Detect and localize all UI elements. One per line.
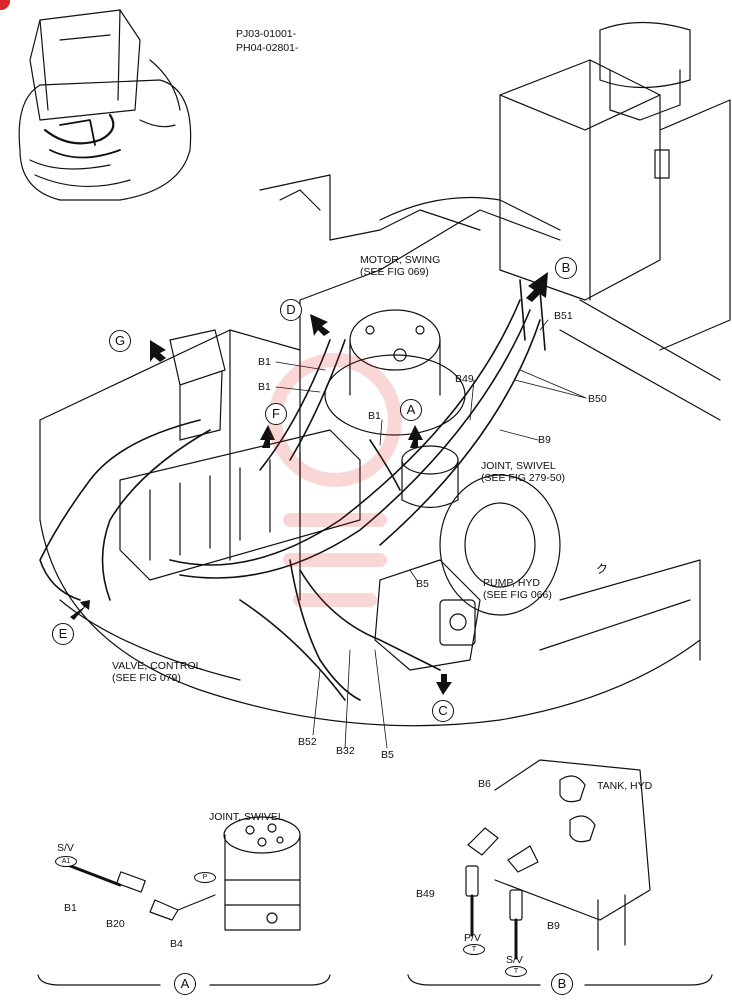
- part-b1: B1: [64, 902, 77, 914]
- frame-outline: [39, 174, 701, 727]
- leader-lines: [275, 319, 587, 749]
- part-b50: B50: [588, 393, 607, 405]
- port-tag-t: T: [463, 944, 485, 955]
- swing-motor: [324, 309, 466, 436]
- label-joint-swivel-detail: JOINT, SWIVEL: [209, 811, 284, 823]
- callout-c: C: [432, 700, 454, 722]
- label-pump-hyd: PUMP, HYD: [483, 577, 540, 589]
- callout-f: F: [265, 403, 287, 425]
- label-sv-detail-b: S/V: [506, 954, 523, 966]
- part-b6: B6: [478, 778, 491, 790]
- label-motor-swing: MOTOR, SWING: [360, 254, 441, 266]
- port-tag-t: T: [505, 966, 527, 977]
- detail-b-drawing: [407, 759, 713, 986]
- part-b32: B32: [336, 745, 355, 757]
- part-b5: B5: [381, 749, 394, 761]
- callout-g: G: [109, 330, 131, 352]
- hydraulic-pump: [374, 559, 481, 671]
- label-valve-control-ref: (SEE FIG 079): [112, 672, 181, 684]
- glyph-ku: ク: [596, 562, 609, 576]
- cabin-structure: [499, 21, 731, 421]
- port-tag-p: P: [194, 872, 216, 883]
- label-valve-control: VALVE, CONTROL: [112, 660, 202, 672]
- corner-badge: [0, 0, 10, 10]
- part-b4: B4: [170, 938, 183, 950]
- serial-range-2: PH04-02801-: [236, 42, 299, 54]
- machine-thumbnail: [18, 9, 192, 201]
- label-joint-swivel: JOINT, SWIVEL: [481, 460, 556, 472]
- part-b1: B1: [368, 410, 381, 422]
- part-b9: B9: [538, 434, 551, 446]
- part-b51: B51: [554, 310, 573, 322]
- hoses: [39, 279, 546, 701]
- detail-a-label: A: [174, 973, 196, 995]
- port-tag-a1: A1: [55, 856, 77, 867]
- part-b1: B1: [258, 356, 271, 368]
- watermark: [268, 353, 402, 607]
- part-b9: B9: [547, 920, 560, 932]
- callout-b: B: [555, 257, 577, 279]
- callout-a: A: [400, 399, 422, 421]
- part-b52: B52: [298, 736, 317, 748]
- part-b1: B1: [258, 381, 271, 393]
- label-pv: P/V: [464, 932, 481, 944]
- callout-d: D: [280, 299, 302, 321]
- label-motor-swing-ref: (SEE FIG 069): [360, 266, 429, 278]
- callout-e: E: [52, 623, 74, 645]
- view-arrows: [70, 272, 548, 695]
- serial-range-1: PJ03-01001-: [236, 28, 297, 40]
- detail-b-label: B: [551, 973, 573, 995]
- part-b5: B5: [416, 578, 429, 590]
- label-tank-hyd: TANK, HYD: [597, 780, 653, 792]
- part-b20: B20: [106, 918, 125, 930]
- part-b49: B49: [416, 888, 435, 900]
- label-sv-detail-a: S/V: [57, 842, 74, 854]
- swivel-joint-main: [401, 445, 561, 616]
- part-b49: B49: [455, 373, 474, 385]
- label-joint-swivel-ref: (SEE FIG 279-50): [481, 472, 566, 484]
- detail-a-drawing: [37, 816, 331, 986]
- label-pump-hyd-ref: (SEE FIG 066): [483, 589, 552, 601]
